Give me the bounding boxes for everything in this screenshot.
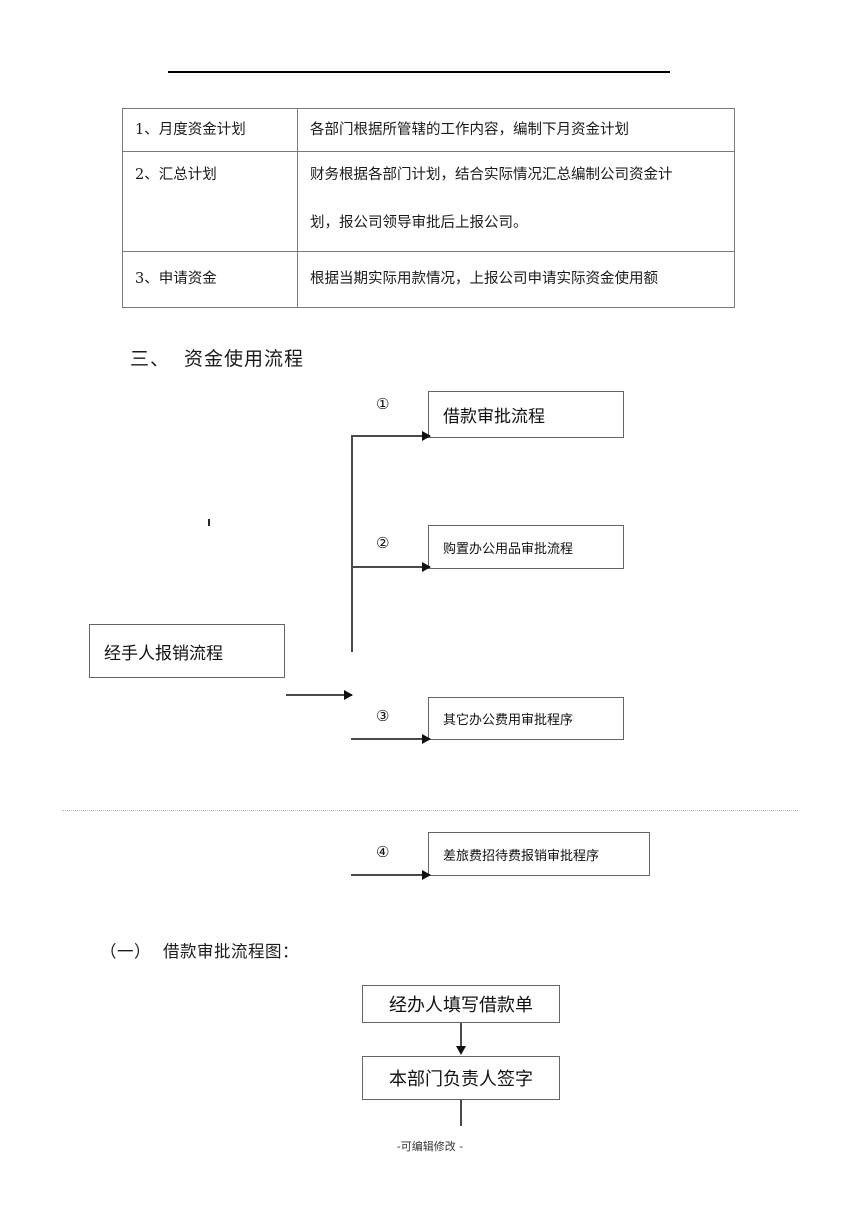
cell-text-line: 划，报公司领导审批后上报公司。 <box>310 215 528 232</box>
connector-arrow-line-4 <box>351 874 430 876</box>
flow-branch-box-2: 购置办公用品审批流程 <box>428 525 624 569</box>
flow-branch-box-4: 差旅费招待费报销审批程序 <box>428 832 650 876</box>
section-title: 资金使用流程 <box>184 348 305 370</box>
table-row: 1、月度资金计划 各部门根据所管辖的工作内容，编制下月资金计划 <box>122 108 735 152</box>
connector-stub-line <box>286 694 352 696</box>
page-break-separator <box>62 810 798 811</box>
table-cell-label: 1、月度资金计划 <box>122 108 298 152</box>
arrow-down-icon <box>456 1046 466 1055</box>
section-heading-three: 三、资金使用流程 <box>130 344 304 371</box>
table-row: 3、申请资金 根据当期实际用款情况，上报公司申请实际资金使用额 <box>122 251 735 308</box>
connector-arrow-line-3 <box>351 738 430 740</box>
arrow-right-icon <box>422 870 431 880</box>
arrow-right-icon <box>422 562 431 572</box>
section-number: 三、 <box>130 348 171 370</box>
loan-flow-step-2: 本部门负责人签字 <box>362 1056 560 1100</box>
arrow-right-icon <box>344 690 353 700</box>
table-cell-description: 各部门根据所管辖的工作内容，编制下月资金计划 <box>297 108 735 152</box>
flow-branch-box-1: 借款审批流程 <box>428 391 624 438</box>
table-cell-description: 根据当期实际用款情况，上报公司申请实际资金使用额 <box>297 251 735 308</box>
subsection-title: 借款审批流程图： <box>163 942 299 961</box>
funding-plan-table: 1、月度资金计划 各部门根据所管辖的工作内容，编制下月资金计划 2、汇总计划 财… <box>122 108 735 308</box>
loan-flow-step-1: 经办人填写借款单 <box>362 985 560 1023</box>
cell-text-line: 各部门根据所管辖的工作内容，编制下月资金计划 <box>310 121 629 138</box>
page-footer: -可编辑修改 - <box>396 1140 464 1153</box>
connector-arrow-line-1 <box>351 435 430 437</box>
table-cell-label: 3、申请资金 <box>122 251 298 308</box>
branch-marker-4: ④ <box>376 843 390 861</box>
stray-ink-mark <box>208 519 210 526</box>
subsection-heading-one: （一） 借款审批流程图： <box>100 938 299 962</box>
loan-flow-connector-tail <box>460 1100 462 1126</box>
header-rule <box>168 71 670 73</box>
arrow-right-icon <box>422 734 431 744</box>
arrow-right-icon <box>422 431 431 441</box>
connector-trunk-line <box>351 436 353 652</box>
subsection-number: （一） <box>100 942 151 961</box>
table-cell-description: 财务根据各部门计划，结合实际情况汇总编制公司资金计 划，报公司领导审批后上报公司… <box>297 151 735 252</box>
branch-marker-1: ① <box>376 395 390 413</box>
branch-marker-2: ② <box>376 534 390 552</box>
flow-source-box: 经手人报销流程 <box>89 624 285 678</box>
table-cell-label: 2、汇总计划 <box>122 151 298 252</box>
cell-text-line: 财务根据各部门计划，结合实际情况汇总编制公司资金计 <box>310 167 673 183</box>
loan-flow-connector <box>460 1023 462 1048</box>
cell-text-line: 根据当期实际用款情况，上报公司申请实际资金使用额 <box>310 271 658 288</box>
table-row: 2、汇总计划 财务根据各部门计划，结合实际情况汇总编制公司资金计 划，报公司领导… <box>122 151 735 252</box>
branch-marker-3: ③ <box>376 707 390 725</box>
connector-arrow-line-2 <box>351 566 430 568</box>
flow-branch-box-3: 其它办公费用审批程序 <box>428 697 624 740</box>
